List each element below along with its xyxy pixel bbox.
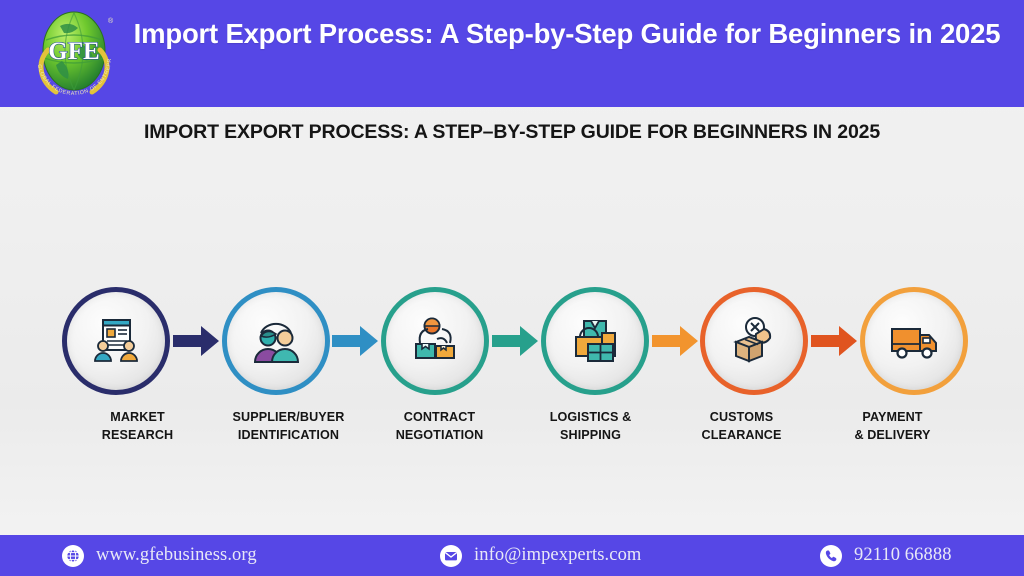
- arrow-5: [811, 324, 858, 358]
- label-payment-delivery: PAYMENT & DELIVERY: [817, 409, 968, 445]
- step-circle: [859, 287, 968, 395]
- step-circle: [62, 287, 170, 395]
- gfe-globe-logo: GFE ® GLOBAL FEDERATION OF ENTREPRENEURS: [26, 6, 122, 102]
- process-flow: [62, 286, 968, 396]
- phone-icon: [820, 544, 842, 567]
- arrow-3: [491, 324, 538, 358]
- step-circle: [540, 287, 649, 395]
- footer-email[interactable]: info@impexperts.com: [440, 544, 642, 567]
- svg-text:GFE: GFE: [48, 38, 99, 65]
- step-circle: [381, 287, 490, 395]
- email-text: info@impexperts.com: [474, 545, 642, 565]
- step-logistics-shipping[interactable]: [540, 287, 649, 395]
- label-line-1: LOGISTICS &: [549, 410, 632, 424]
- website-text: www.gfebusiness.org: [96, 545, 257, 565]
- step-contract-negotiation[interactable]: [381, 287, 490, 395]
- label-contract-negotiation: CONTRACT NEGOTIATION: [364, 409, 515, 445]
- step-circle: [221, 287, 330, 395]
- footer-phone[interactable]: 92110 66888: [820, 544, 952, 567]
- label-supplier-buyer-identification: SUPPLIER/BUYER IDENTIFICATION: [213, 409, 364, 445]
- label-line-2: IDENTIFICATION: [237, 427, 340, 442]
- step-circle: [700, 287, 809, 395]
- customs-clearance-icon: [733, 317, 772, 363]
- arrow-1: [172, 324, 219, 358]
- label-line-1: SUPPLIER/BUYER: [232, 410, 345, 424]
- step-labels: MARKET RESEARCH SUPPLIER/BUYER IDENTIFIC…: [62, 409, 968, 455]
- page-title: Import Export Process: A Step-by-Step Gu…: [133, 18, 1001, 49]
- label-line-2: SHIPPING: [560, 427, 621, 442]
- label-line-1: CONTRACT: [403, 410, 476, 424]
- page-header: GFE ® GLOBAL FEDERATION OF ENTREPRENEURS…: [0, 0, 1024, 107]
- mail-icon: [440, 544, 462, 567]
- label-line-1: MARKET: [110, 410, 165, 424]
- label-line-1: PAYMENT: [862, 410, 923, 424]
- label-customs-clearance: CUSTOMS CLEARANCE: [666, 409, 817, 445]
- step-customs-clearance[interactable]: [700, 287, 809, 395]
- footer-website[interactable]: www.gfebusiness.org: [62, 544, 257, 567]
- subtitle-heading: IMPORT EXPORT PROCESS: A STEP–BY-STEP GU…: [143, 121, 881, 143]
- market-research-icon: [94, 319, 138, 362]
- step-market-research[interactable]: [62, 287, 170, 395]
- step-supplier-buyer-identification[interactable]: [221, 287, 330, 395]
- payment-delivery-truck-icon: [890, 328, 937, 359]
- logistics-shipping-icon: [574, 320, 616, 362]
- supplier-buyer-icon: [253, 322, 299, 363]
- contract-negotiation-icon: [415, 317, 456, 359]
- label-logistics-shipping: LOGISTICS & SHIPPING: [515, 409, 666, 445]
- label-line-2: RESEARCH: [101, 427, 174, 442]
- arrow-4: [651, 324, 698, 358]
- globe-icon: GFE ® GLOBAL FEDERATION OF ENTREPRENEURS: [26, 6, 114, 97]
- label-line-2: NEGOTIATION: [395, 427, 484, 442]
- globe-icon: [62, 544, 84, 567]
- phone-text: 92110 66888: [854, 545, 952, 565]
- step-payment-delivery[interactable]: [859, 287, 968, 395]
- svg-text:®: ®: [108, 17, 114, 25]
- label-line-1: CUSTOMS: [709, 410, 774, 424]
- page-footer: www.gfebusiness.org info@impexperts.com …: [0, 535, 1024, 576]
- arrow-2: [332, 324, 379, 358]
- label-line-2: CLEARANCE: [701, 427, 782, 442]
- label-line-2: & DELIVERY: [854, 427, 931, 442]
- label-market-research: MARKET RESEARCH: [62, 409, 213, 445]
